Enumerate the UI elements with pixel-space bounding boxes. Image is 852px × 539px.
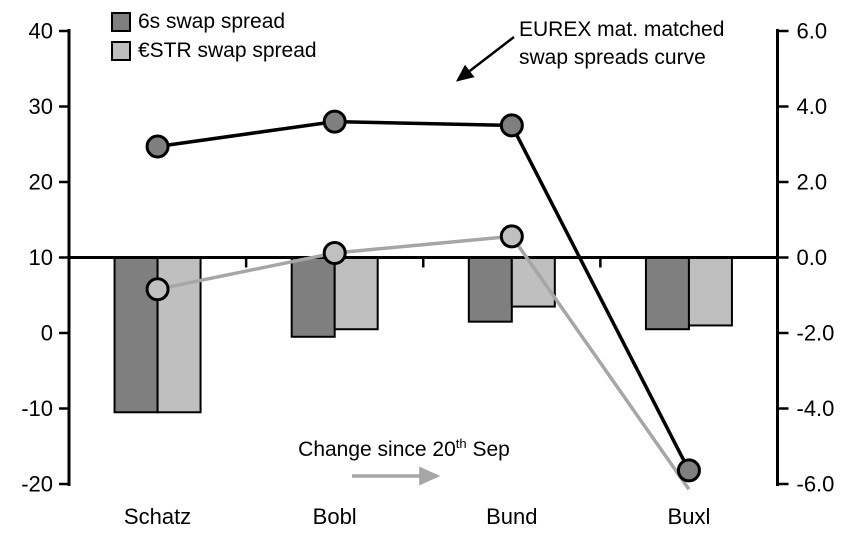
x-axis-label-buxl: Buxl bbox=[668, 504, 711, 529]
right-axis-tick-label-0.0: 0.0 bbox=[797, 245, 828, 270]
left-axis-tick-label--10: -10 bbox=[21, 396, 53, 421]
change-since-superscript: th bbox=[455, 436, 467, 451]
marker-str-swap-spread-curve-bobl bbox=[322, 240, 347, 265]
left-axis-tick-label-30: 30 bbox=[29, 94, 53, 119]
left-axis-tick-label-0: 0 bbox=[41, 321, 53, 346]
right-axis-tick-label-4.0: 4.0 bbox=[797, 94, 828, 119]
bar-6s-swap-spread-bobl bbox=[290, 256, 336, 338]
marker-6s-swap-spread-curve-bobl bbox=[322, 109, 347, 134]
legend-item-estr-swap-spread: €STR swap spread bbox=[111, 40, 317, 62]
bar-6s-swap-spread-bund bbox=[467, 256, 513, 323]
left-axis-tick-label--20: -20 bbox=[21, 472, 53, 497]
eurex-curve-annotation: EUREX mat. matched swap spreads curve bbox=[519, 16, 724, 72]
right-axis-tick-label--6.0: -6.0 bbox=[797, 472, 835, 497]
right-axis-tick-label-2.0: 2.0 bbox=[797, 170, 828, 195]
change-since-annotation: Change since 20th Sep bbox=[288, 436, 520, 462]
marker-str-swap-spread-curve-schatz bbox=[145, 277, 170, 302]
change-since-suffix: Sep bbox=[466, 438, 510, 461]
marker-6s-swap-spread-curve-schatz bbox=[145, 134, 170, 159]
x-axis-label-bund: Bund bbox=[486, 504, 537, 529]
legend-label-6s: 6s swap spread bbox=[138, 10, 286, 33]
change-since-text: Change since 20 bbox=[298, 438, 456, 461]
marker-6s-swap-spread-curve-bund bbox=[499, 113, 524, 138]
marker-6s-swap-spread-curve-buxl bbox=[676, 458, 701, 483]
bar-6s-swap-spread-buxl bbox=[644, 256, 690, 331]
right-axis-tick-label--2.0: -2.0 bbox=[797, 321, 835, 346]
legend-swatch-6s-icon bbox=[111, 12, 131, 32]
line-str-swap-spread-curve bbox=[157, 234, 691, 491]
bar-str-swap-spread-buxl bbox=[687, 256, 733, 327]
marker-str-swap-spread-curve-bund bbox=[499, 224, 524, 249]
chart-legend: 6s swap spread €STR swap spread bbox=[111, 11, 317, 69]
eurex-annotation-arrow-icon bbox=[455, 36, 515, 82]
bar-str-swap-spread-bobl bbox=[333, 256, 379, 331]
eurex-curve-annotation-line2: swap spreads curve bbox=[519, 46, 706, 69]
x-axis-label-schatz: Schatz bbox=[124, 504, 191, 529]
right-axis-tick-label-6.0: 6.0 bbox=[797, 19, 828, 44]
left-axis-tick-label-20: 20 bbox=[29, 170, 53, 195]
legend-swatch-estr-icon bbox=[111, 41, 131, 61]
left-axis-tick-label-10: 10 bbox=[29, 245, 53, 270]
line-6s-swap-spread-curve bbox=[157, 119, 691, 472]
legend-label-estr: €STR swap spread bbox=[138, 39, 317, 62]
x-axis-label-bobl: Bobl bbox=[313, 504, 357, 529]
right-axis-tick-label--4.0: -4.0 bbox=[797, 396, 835, 421]
eurex-curve-annotation-line1: EUREX mat. matched bbox=[519, 18, 725, 41]
legend-item-6s-swap-spread: 6s swap spread bbox=[111, 11, 317, 33]
left-axis-tick-label-40: 40 bbox=[29, 19, 53, 44]
